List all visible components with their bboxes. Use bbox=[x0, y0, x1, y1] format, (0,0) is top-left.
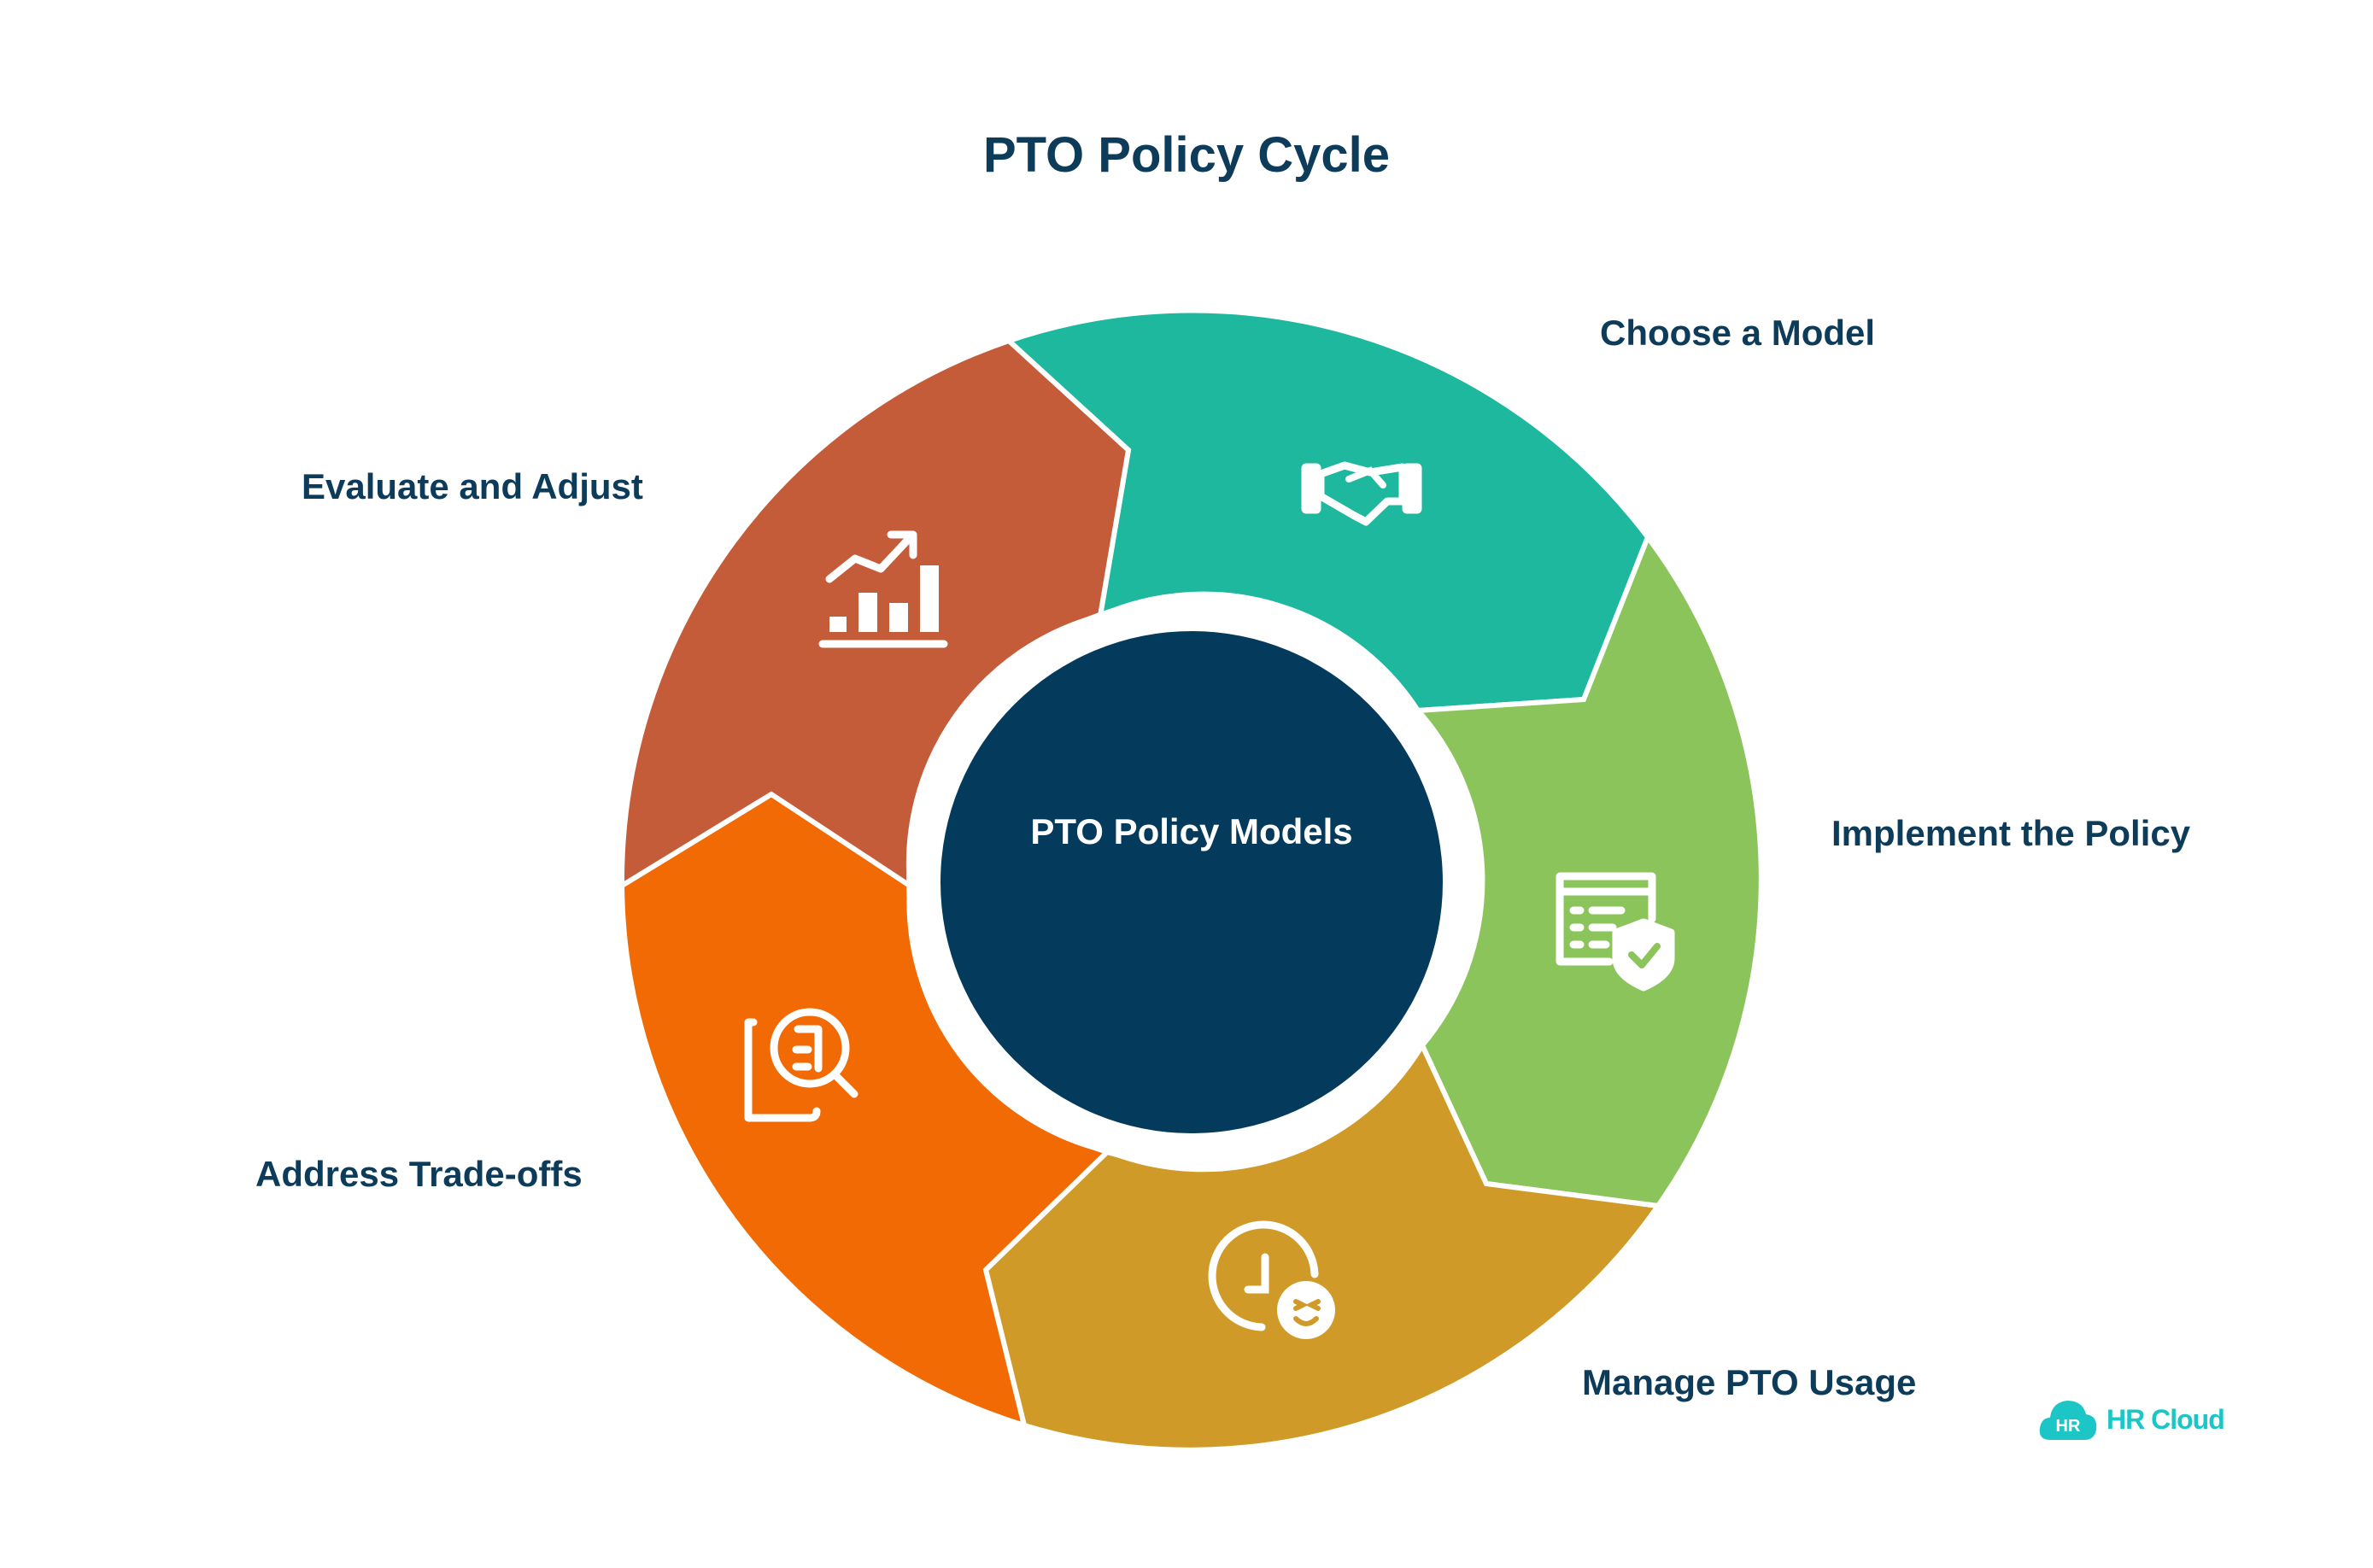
diagram-title: PTO Policy Cycle bbox=[982, 127, 1391, 183]
document-shield-check-icon bbox=[1556, 872, 1675, 992]
hr-cloud-logo: HR HR Cloud bbox=[2038, 1397, 2225, 1442]
segment-manage-pto-usage bbox=[982, 1039, 1663, 1453]
center-label: PTO Policy Models bbox=[1030, 811, 1353, 851]
step-label-address-trade-offs: Address Trade-offs bbox=[255, 1154, 583, 1194]
segment-choose-model bbox=[1004, 307, 1651, 714]
logo-text: HR Cloud bbox=[2106, 1403, 2225, 1435]
step-label-evaluate-adjust: Evaluate and Adjust bbox=[302, 466, 643, 506]
segment-address-trade-offs bbox=[618, 791, 1114, 1430]
segment-implement-policy bbox=[1412, 531, 1764, 1209]
document-search-icon bbox=[744, 1008, 858, 1122]
step-label-manage-pto-usage: Manage PTO Usage bbox=[1582, 1362, 1917, 1402]
growth-chart-icon bbox=[818, 530, 948, 648]
clock-smiley-icon bbox=[1208, 1220, 1335, 1339]
handshake-icon bbox=[1301, 461, 1422, 526]
step-label-implement-policy: Implement the Policy bbox=[1831, 813, 2191, 853]
logo-badge: HR bbox=[2056, 1417, 2081, 1436]
center-circle bbox=[940, 631, 1443, 1133]
step-label-choose-model: Choose a Model bbox=[1600, 313, 1876, 353]
cloud-logo-icon: HR bbox=[2039, 1401, 2097, 1440]
